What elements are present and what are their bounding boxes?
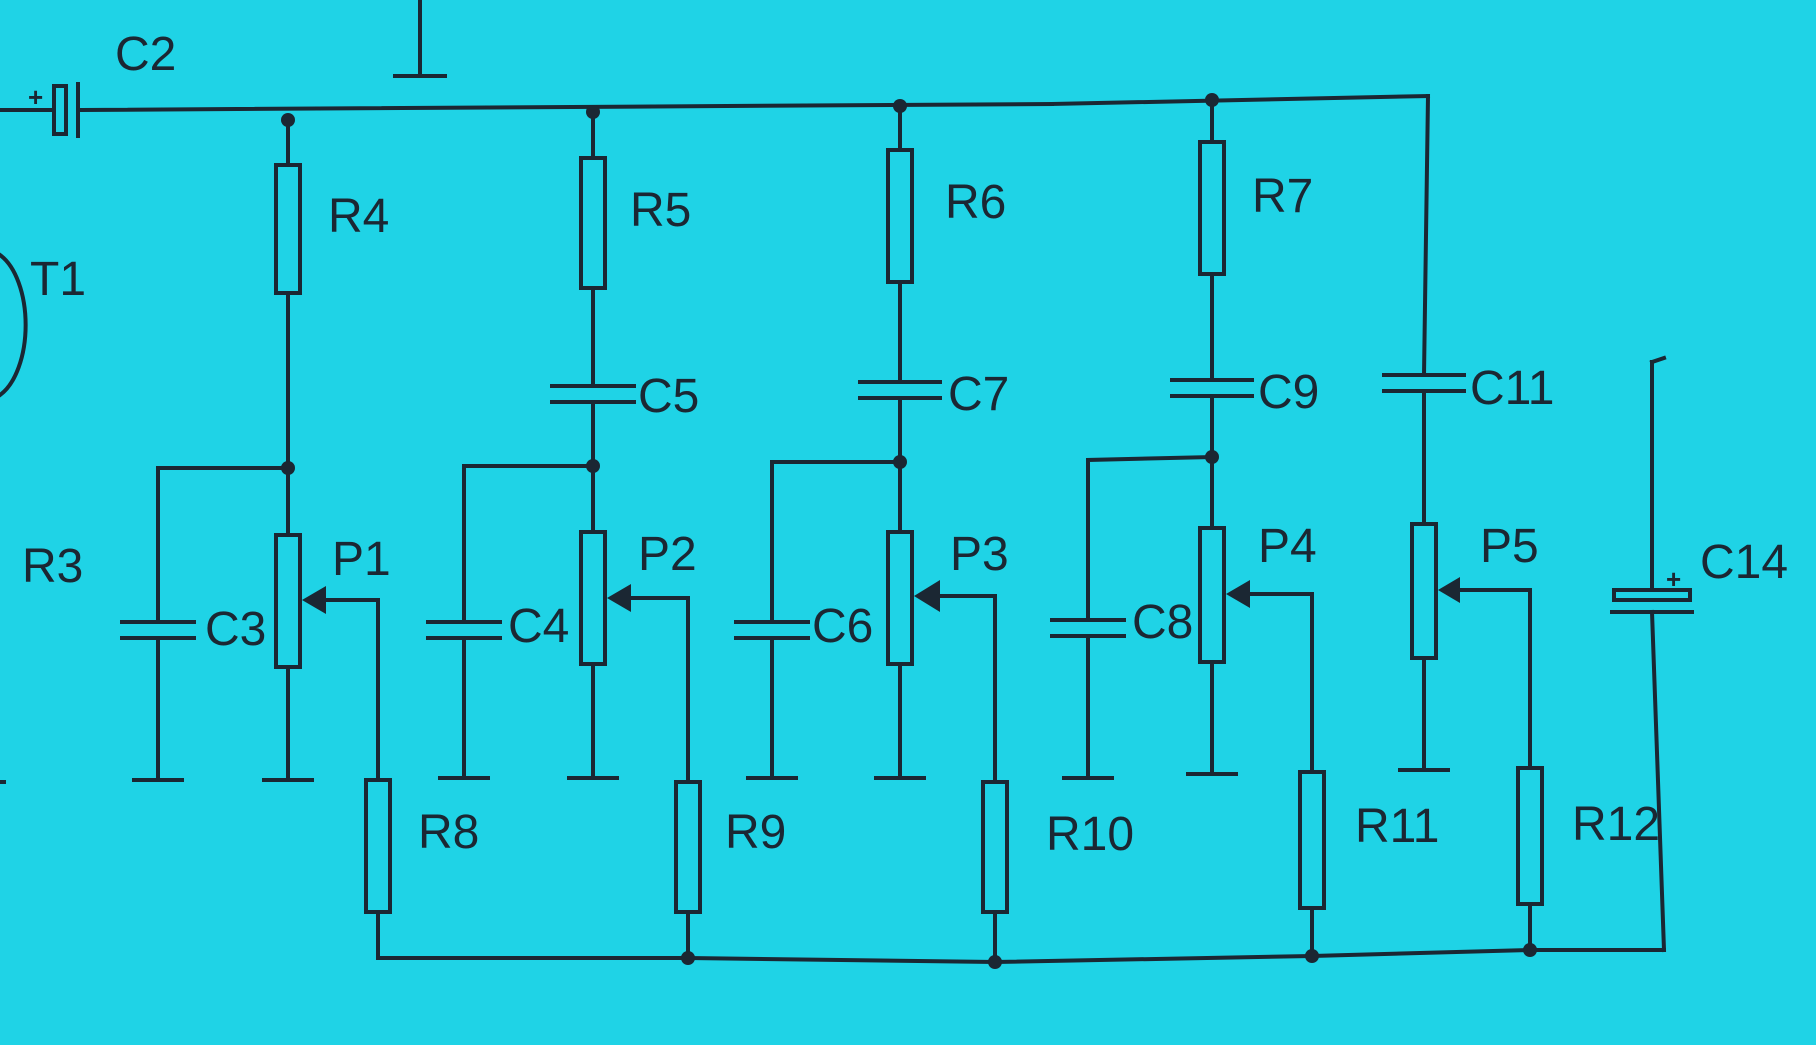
stage-1: R4 C3 P1 R8 xyxy=(120,113,479,960)
label-c4: C4 xyxy=(508,600,569,653)
label-r6: R6 xyxy=(945,176,1006,229)
resistor-r5 xyxy=(579,156,607,290)
label-c11: C11 xyxy=(1470,362,1555,415)
c14-polarity: + xyxy=(1666,564,1681,594)
label-c6: C6 xyxy=(812,600,873,653)
label-r8: R8 xyxy=(418,806,479,859)
label-c14: C14 xyxy=(1700,536,1788,589)
potentiometer-p5 xyxy=(1410,522,1438,660)
label-c5: C5 xyxy=(638,370,699,423)
label-p1: P1 xyxy=(332,533,391,586)
label-r9: R9 xyxy=(725,806,786,859)
label-p3: P3 xyxy=(950,528,1009,581)
label-p5: P5 xyxy=(1480,520,1539,573)
stage-2: R5 C5 C4 P2 R9 xyxy=(426,105,786,960)
capacitor-c14: + C14 xyxy=(1610,355,1788,953)
label-p2: P2 xyxy=(638,528,697,581)
resistor-r4 xyxy=(274,163,302,295)
capacitor-c2: + C2 xyxy=(28,28,176,138)
potentiometer-p3 xyxy=(886,530,914,666)
label-r5: R5 xyxy=(630,184,691,237)
potentiometer-p4 xyxy=(1198,526,1226,664)
label-r3: R3 xyxy=(22,540,83,593)
label-t1: T1 xyxy=(30,253,86,306)
label-r4: R4 xyxy=(328,190,389,243)
stage-3: R6 C7 C6 P3 R10 xyxy=(734,99,1134,964)
top-rail xyxy=(0,0,1431,378)
label-c7: C7 xyxy=(948,368,1009,421)
bottom-rail xyxy=(376,943,1666,969)
label-c9: C9 xyxy=(1258,366,1319,419)
label-r12: R12 xyxy=(1572,798,1660,851)
transistor-t1: T1 R3 xyxy=(0,252,86,784)
resistor-r8 xyxy=(364,778,392,914)
resistor-r7 xyxy=(1198,140,1226,276)
c2-polarity: + xyxy=(28,82,43,112)
label-c8: C8 xyxy=(1132,596,1193,649)
stage-5: C11 P5 R12 xyxy=(1382,362,1660,952)
stage-4: R7 C9 C8 P4 R11 xyxy=(1050,93,1440,958)
label-r10: R10 xyxy=(1046,808,1134,861)
potentiometer-p2 xyxy=(579,530,607,666)
resistor-r10 xyxy=(981,780,1009,914)
label-r11: R11 xyxy=(1355,800,1440,853)
label-p4: P4 xyxy=(1258,520,1317,573)
potentiometer-p1 xyxy=(274,533,302,669)
label-c3: C3 xyxy=(205,603,266,656)
resistor-r9 xyxy=(674,780,702,914)
resistor-r11 xyxy=(1298,770,1326,910)
label-r7: R7 xyxy=(1252,170,1313,223)
resistor-r6 xyxy=(886,148,914,284)
resistor-r12 xyxy=(1516,766,1544,906)
label-c2: C2 xyxy=(115,28,176,81)
